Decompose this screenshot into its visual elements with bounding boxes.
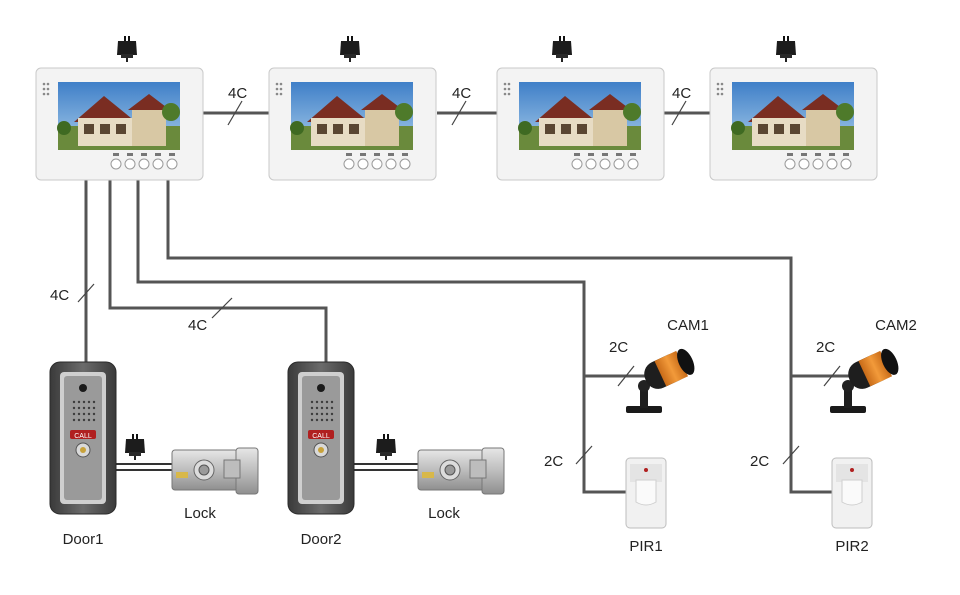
camera-2 bbox=[830, 346, 903, 413]
wire-label-door1: 4C bbox=[50, 287, 69, 304]
door-station-1: CALL bbox=[49, 361, 117, 515]
door2-lock-cable bbox=[353, 463, 418, 471]
pir-sensor-1 bbox=[625, 457, 667, 529]
power-adapter-icon bbox=[339, 35, 361, 63]
monitor-1 bbox=[35, 35, 204, 181]
pir2-label: PIR2 bbox=[835, 538, 868, 555]
monitor-2 bbox=[268, 35, 437, 181]
call-button-label: CALL bbox=[74, 433, 92, 440]
camera-1 bbox=[626, 346, 699, 413]
wire-label-cam2: 2C bbox=[816, 339, 835, 356]
wire-label-pir2: 2C bbox=[750, 453, 769, 470]
pir1-label: PIR1 bbox=[629, 538, 662, 555]
monitor-4 bbox=[709, 35, 878, 181]
wire-label-door2: 4C bbox=[188, 317, 207, 334]
wire-labels: 4C 4C 4C 4C 4C 2C 2C 2C 2C bbox=[50, 85, 835, 470]
wire-monitor-cam2-pir2 bbox=[166, 179, 832, 494]
lock2-label: Lock bbox=[428, 505, 460, 522]
power-adapter-icon bbox=[116, 35, 138, 63]
door2-label: Door2 bbox=[301, 531, 342, 548]
door1-label: Door1 bbox=[63, 531, 104, 548]
wire-label-pir1: 2C bbox=[544, 453, 563, 470]
pir-sensor-2 bbox=[831, 457, 873, 529]
wiring bbox=[84, 111, 852, 494]
door1-lock-cable bbox=[116, 463, 172, 471]
wire-label-m1-m2: 4C bbox=[228, 85, 247, 102]
wire-label-m3-m4: 4C bbox=[672, 85, 691, 102]
wire-label-cam1: 2C bbox=[609, 339, 628, 356]
power-adapter-icon bbox=[124, 433, 146, 461]
power-adapter-icon bbox=[775, 35, 797, 63]
power-adapter-icon bbox=[551, 35, 573, 63]
wire-monitor-door2 bbox=[108, 179, 328, 362]
wire-label-m2-m3: 4C bbox=[452, 85, 471, 102]
cable-ticks bbox=[77, 100, 841, 465]
lock-2 bbox=[417, 447, 505, 495]
door-station-2: CALL bbox=[287, 361, 355, 515]
call-button-label: CALL bbox=[312, 433, 330, 440]
wire-monitor-cam1-pir1 bbox=[136, 179, 628, 494]
cam2-label: CAM2 bbox=[875, 317, 917, 334]
cam1-label: CAM1 bbox=[667, 317, 709, 334]
lock1-label: Lock bbox=[184, 505, 216, 522]
power-adapter-icon bbox=[375, 433, 397, 461]
lock-1 bbox=[171, 447, 259, 495]
device-labels: Door1 Door2 Lock Lock CAM1 CAM2 PIR1 PIR… bbox=[63, 317, 917, 555]
monitor-3 bbox=[496, 35, 665, 181]
